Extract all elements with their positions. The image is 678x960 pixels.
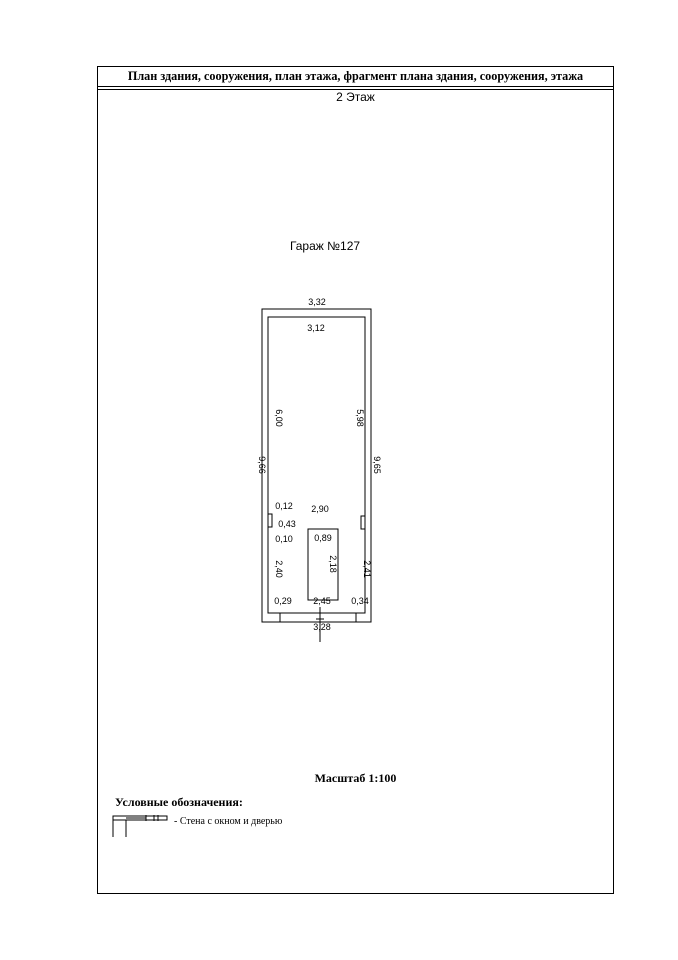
dim-niche-top: 0,12 [275,501,293,511]
legend-title: Условные обозначения: [115,795,243,809]
dim-right-inner-upper: 5,98 [355,409,365,427]
dim-top-inner: 3,12 [307,323,325,333]
drawing-frame: План здания, сооружения, план этажа, фра… [97,66,614,894]
dim-niche-depth: 0,43 [278,519,296,529]
dim-bottom-right: 0,34 [351,596,369,606]
left-niche [268,513,273,528]
wall-window-door-icon [112,815,168,837]
dim-niche-bottom: 0,10 [275,534,293,544]
dim-bottom-door: 2,45 [313,596,331,606]
inspection-pit [307,528,339,601]
dim-middle-width: 2,90 [311,504,329,514]
dim-pit-length: 2,18 [328,555,338,573]
header-divider [98,89,613,90]
outer-wall [261,308,372,623]
scale-label: Масштаб 1:100 [314,771,397,785]
right-niche [360,515,365,530]
dim-left-outer: 9,66 [257,456,267,474]
dim-bottom-left: 0,29 [274,596,292,606]
dim-pit-width: 0,89 [314,533,332,543]
dim-top-outer: 3,32 [308,297,326,307]
document-title: План здания, сооружения, план этажа, фра… [98,67,613,87]
dim-left-inner-lower: 2,40 [274,560,284,578]
dim-bottom-outer: 3,28 [313,622,331,632]
inner-wall [267,316,366,614]
floor-plan-drawing: Гараж №127 3,32 3,12 6,00 5,98 9,66 9,65… [257,239,382,642]
dim-right-inner-lower: 2,41 [362,560,372,578]
dim-left-inner-upper: 6,00 [274,409,284,427]
garage-name: Гараж №127 [290,239,360,253]
floor-label: 2 Этаж [336,90,375,104]
legend-item-text: - Стена с окном и дверью [174,816,283,827]
dim-right-outer: 9,65 [372,456,382,474]
